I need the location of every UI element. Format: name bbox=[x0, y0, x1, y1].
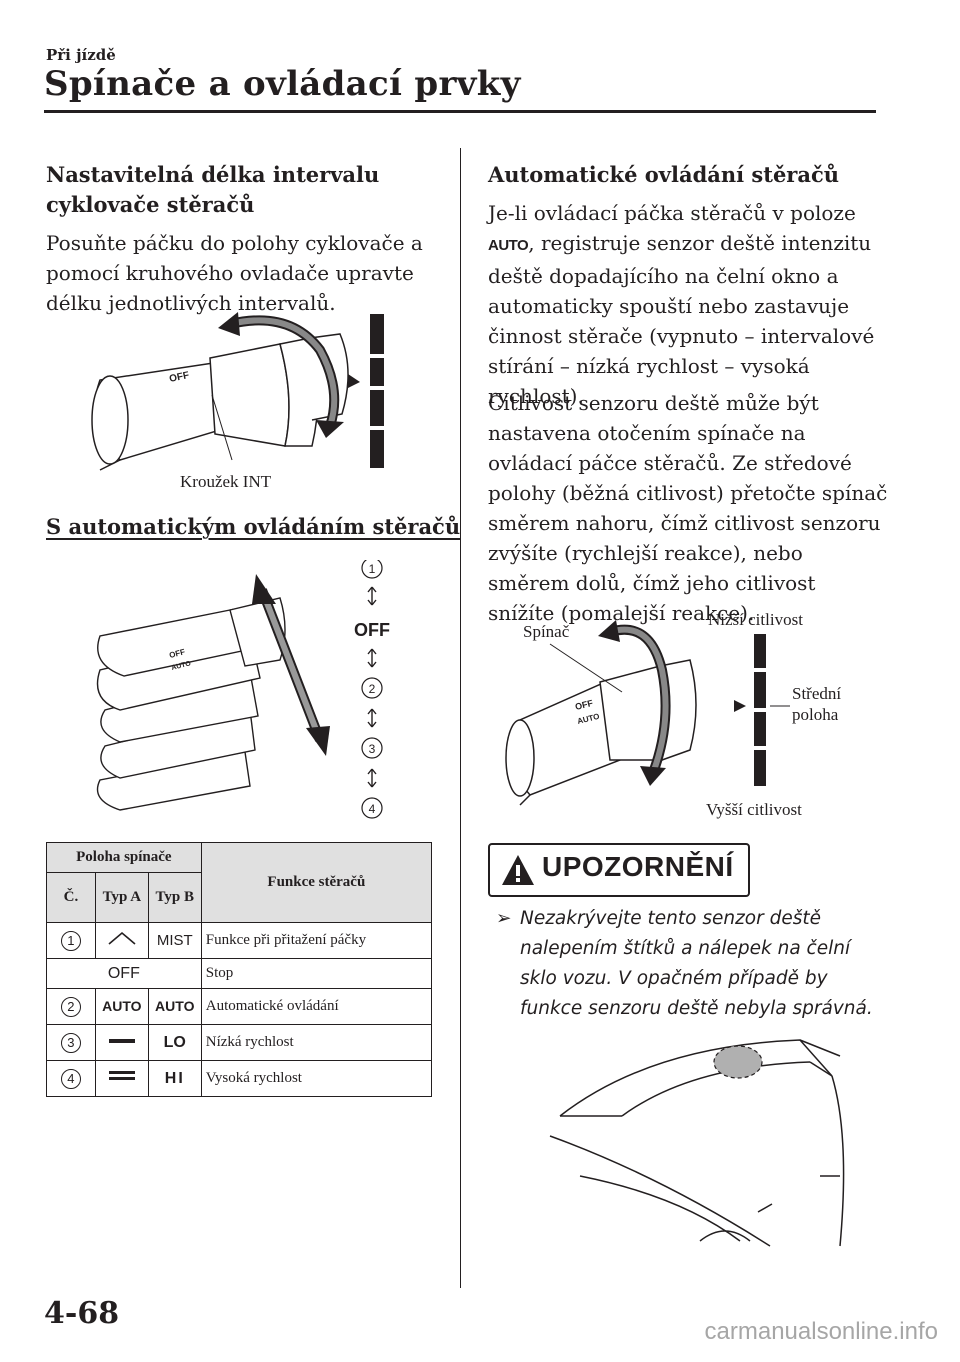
windshield-sensor-figure bbox=[549, 1039, 845, 1247]
position-label-3: 3 bbox=[369, 742, 376, 756]
rotation-arrow-icon bbox=[218, 312, 344, 438]
auto-control-heading: Automatické ovládání stěračů bbox=[488, 162, 840, 187]
table-row: OFF Stop bbox=[46, 958, 433, 989]
type-b-lo: LO bbox=[147, 1024, 202, 1061]
label-switch: Spínač bbox=[523, 622, 570, 641]
label-higher-sensitivity: Vyšší citlivost bbox=[706, 800, 802, 819]
row-number: 2 bbox=[60, 996, 81, 1017]
type-a-auto: AUTO bbox=[94, 988, 149, 1025]
breadcrumb: Při jízdě bbox=[46, 46, 116, 64]
svg-text:OFF: OFF bbox=[168, 370, 190, 385]
figure1-caption: Kroužek INT bbox=[180, 472, 272, 491]
column-divider bbox=[460, 148, 461, 1288]
position-label-2: 2 bbox=[369, 682, 376, 696]
table-row: 4 HI Vysoká rychlost bbox=[46, 1060, 433, 1097]
position-label-1: 1 bbox=[369, 562, 376, 576]
header-type-b: Typ B bbox=[147, 872, 202, 923]
row-number: 4 bbox=[60, 1068, 81, 1089]
svg-text:OFF: OFF bbox=[168, 647, 186, 660]
rotation-arrow-icon bbox=[598, 620, 671, 786]
svg-text:AUTO: AUTO bbox=[171, 660, 192, 672]
row-number: 1 bbox=[60, 930, 81, 951]
page-number: 4-68 bbox=[44, 1296, 120, 1331]
interval-heading: Nastavitelná délka intervalu cyklovače s… bbox=[46, 162, 380, 217]
function-cell: Stop bbox=[200, 958, 433, 989]
header-no: Č. bbox=[46, 872, 96, 923]
function-cell: Automatické ovládání bbox=[200, 988, 433, 1025]
caution-box: UPOZORNĚNÍ bbox=[488, 843, 750, 897]
table-row: 3 LO Nízká rychlost bbox=[46, 1024, 433, 1061]
rain-sensor-area bbox=[713, 1045, 763, 1079]
header-function: Funkce stěračů bbox=[200, 842, 433, 923]
position-label-4: 4 bbox=[369, 802, 376, 816]
sensitivity-switch-figure: OFF AUTO bbox=[505, 620, 790, 806]
header-position: Poloha spínače bbox=[46, 842, 202, 873]
caution-text: ➢Nezakrývejte tento senzor deště nalepen… bbox=[496, 904, 876, 1024]
double-arrow-icon bbox=[252, 574, 330, 756]
sensitivity-body: Citlivost senzoru deště může být nastave… bbox=[488, 391, 888, 625]
switch-position-table: Poloha spínače Funkce stěračů Č. Typ A T… bbox=[46, 842, 433, 1097]
watermark: carmanualsonline.info bbox=[704, 1318, 938, 1345]
wiper-lever-auto-figure: OFF AUTO 1 OFF 2 3 4 bbox=[96, 560, 390, 819]
type-b-auto: AUTO bbox=[147, 988, 202, 1025]
position-label-off: OFF bbox=[354, 620, 390, 640]
row-number: 3 bbox=[60, 1032, 81, 1053]
auto-control-body: Je-li ovládací páčka stěračů v poloze AU… bbox=[488, 201, 875, 408]
table-row: 1 MIST Funkce při přitažení páčky bbox=[46, 922, 433, 959]
function-cell: Funkce při přitažení páčky bbox=[200, 922, 433, 959]
header-type-a: Typ A bbox=[94, 872, 149, 923]
warning-icon bbox=[502, 855, 534, 885]
page-title: Spínače a ovládací prvky bbox=[44, 64, 521, 104]
function-cell: Vysoká rychlost bbox=[200, 1060, 433, 1097]
label-lower-sensitivity: Nižší citlivost bbox=[708, 610, 803, 629]
sensitivity-bars-icon bbox=[734, 634, 790, 786]
auto-symbol: AUTO bbox=[488, 237, 529, 254]
updown-arrows-icon bbox=[367, 586, 377, 788]
off-label: OFF bbox=[46, 958, 202, 989]
table-row: 2 AUTO AUTO Automatické ovládání bbox=[46, 988, 433, 1025]
function-cell: Nízká rychlost bbox=[200, 1024, 433, 1061]
mist-icon bbox=[108, 931, 136, 945]
bullet-arrow-icon: ➢ bbox=[496, 908, 512, 929]
interval-body: Posuňte páčku do polohy cyklovače a pomo… bbox=[46, 231, 423, 315]
caution-label: UPOZORNĚNÍ bbox=[542, 851, 734, 882]
single-bar-icon bbox=[108, 1039, 135, 1043]
svg-text:OFF: OFF bbox=[574, 698, 594, 712]
label-middle-2: poloha bbox=[792, 705, 839, 724]
type-b-hi: HI bbox=[147, 1060, 202, 1097]
label-middle-1: Střední bbox=[792, 684, 842, 703]
header-rule bbox=[44, 110, 876, 113]
auto-heading: S automatickým ovládáním stěračů bbox=[46, 514, 461, 539]
wiper-lever-int-figure: OFF bbox=[91, 312, 384, 471]
position-bars-icon bbox=[348, 314, 384, 468]
double-bar-icon bbox=[108, 1071, 135, 1080]
type-b-mist: MIST bbox=[147, 922, 202, 959]
